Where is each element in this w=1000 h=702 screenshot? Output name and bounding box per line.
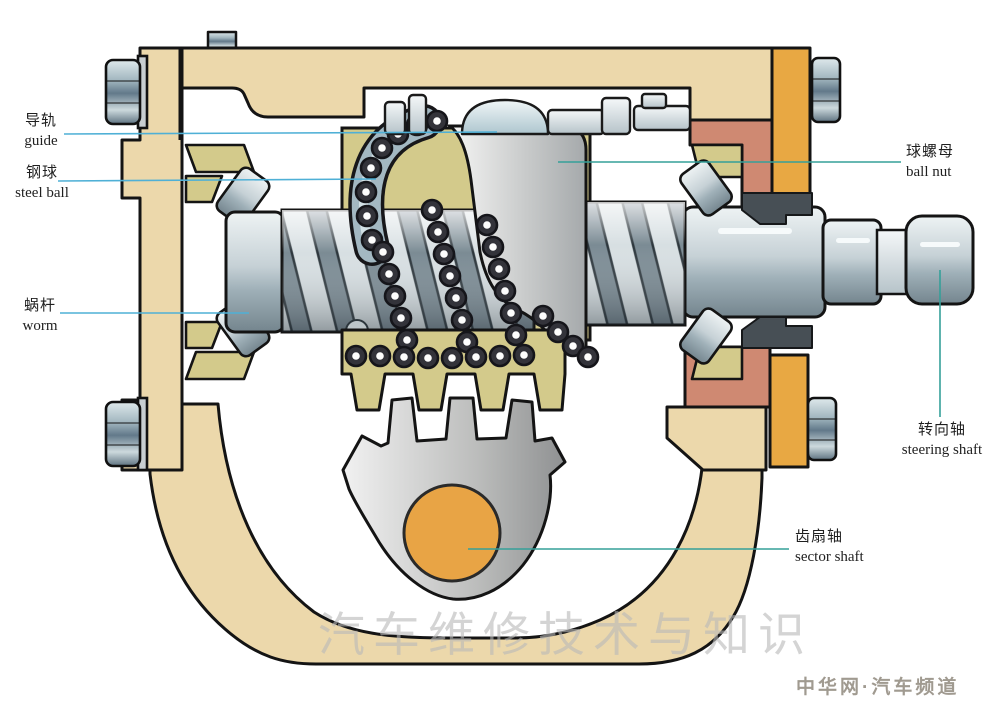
bolt-right-top [810, 56, 842, 124]
guide-dome [460, 98, 550, 136]
shaft-highlight [920, 242, 960, 247]
clamp-plate [546, 108, 606, 136]
shaft-seals [741, 192, 813, 349]
housing-top-band [180, 46, 774, 122]
label-ball-nut-zh: 球螺母 [906, 144, 955, 160]
label-steel-ball: 钢球 steel ball [2, 164, 82, 203]
label-ball-nut-en: ball nut [906, 163, 952, 180]
worm-hub [224, 210, 286, 334]
label-worm: 蜗杆 worm [4, 297, 76, 336]
shaft-highlight [836, 238, 870, 243]
steering-shaft [681, 205, 975, 319]
label-steel-ball-en: steel ball [15, 184, 69, 201]
label-steering-shaft-en: steering shaft [901, 441, 983, 458]
leader-lines [57, 131, 941, 550]
label-steering-shaft: 转向轴 steering shaft [890, 421, 994, 460]
guide-clamp [383, 92, 692, 136]
label-guide-zh: 导轨 [24, 113, 57, 129]
bearing-roller [679, 307, 733, 365]
sector-gear [341, 396, 567, 601]
label-guide-en: guide [24, 132, 58, 149]
bolts [104, 54, 842, 472]
label-worm-zh: 蜗杆 [23, 298, 56, 314]
label-sector-shaft-zh: 齿扇轴 [795, 529, 844, 545]
clamp-tab [383, 100, 407, 136]
watermark-text: 汽车维修技术与知识 [318, 610, 813, 662]
bearing-roller [679, 159, 733, 217]
label-sector-shaft-en: sector shaft [795, 548, 864, 565]
label-ball-nut: 球螺母 ball nut [906, 143, 998, 182]
bolt-left-bottom [104, 400, 142, 468]
clamp-plate [632, 104, 692, 132]
bolt-right-bottom [806, 396, 838, 462]
bolt-facets [106, 78, 840, 446]
label-sector-shaft: 齿扇轴 sector shaft [795, 528, 895, 567]
leader-steel-ball [57, 178, 377, 182]
label-steel-ball-zh: 钢球 [25, 165, 58, 181]
clamp-bracket [600, 96, 632, 136]
label-guide: 导轨 guide [6, 112, 76, 151]
sector-shaft-bore [402, 483, 502, 583]
bearing-race [184, 350, 256, 381]
clamp-screw [640, 92, 668, 110]
shaft-highlight [718, 228, 792, 234]
cover-orange-bottom [768, 353, 810, 469]
label-steering-shaft-zh: 转向轴 [917, 422, 966, 438]
bearing-race [184, 320, 224, 350]
label-worm-en: worm [22, 317, 58, 334]
clamp-tab [407, 93, 428, 136]
seal-clip-bottom [741, 316, 813, 349]
bolt-left-top [104, 58, 142, 126]
seal-clip-top [741, 192, 813, 225]
leader-guide [63, 131, 498, 135]
footer-credit: 中华网·汽车频道 [796, 677, 960, 698]
cover-orange-top [770, 46, 812, 217]
bearing-race [184, 174, 224, 204]
housing-right-block [665, 405, 768, 472]
